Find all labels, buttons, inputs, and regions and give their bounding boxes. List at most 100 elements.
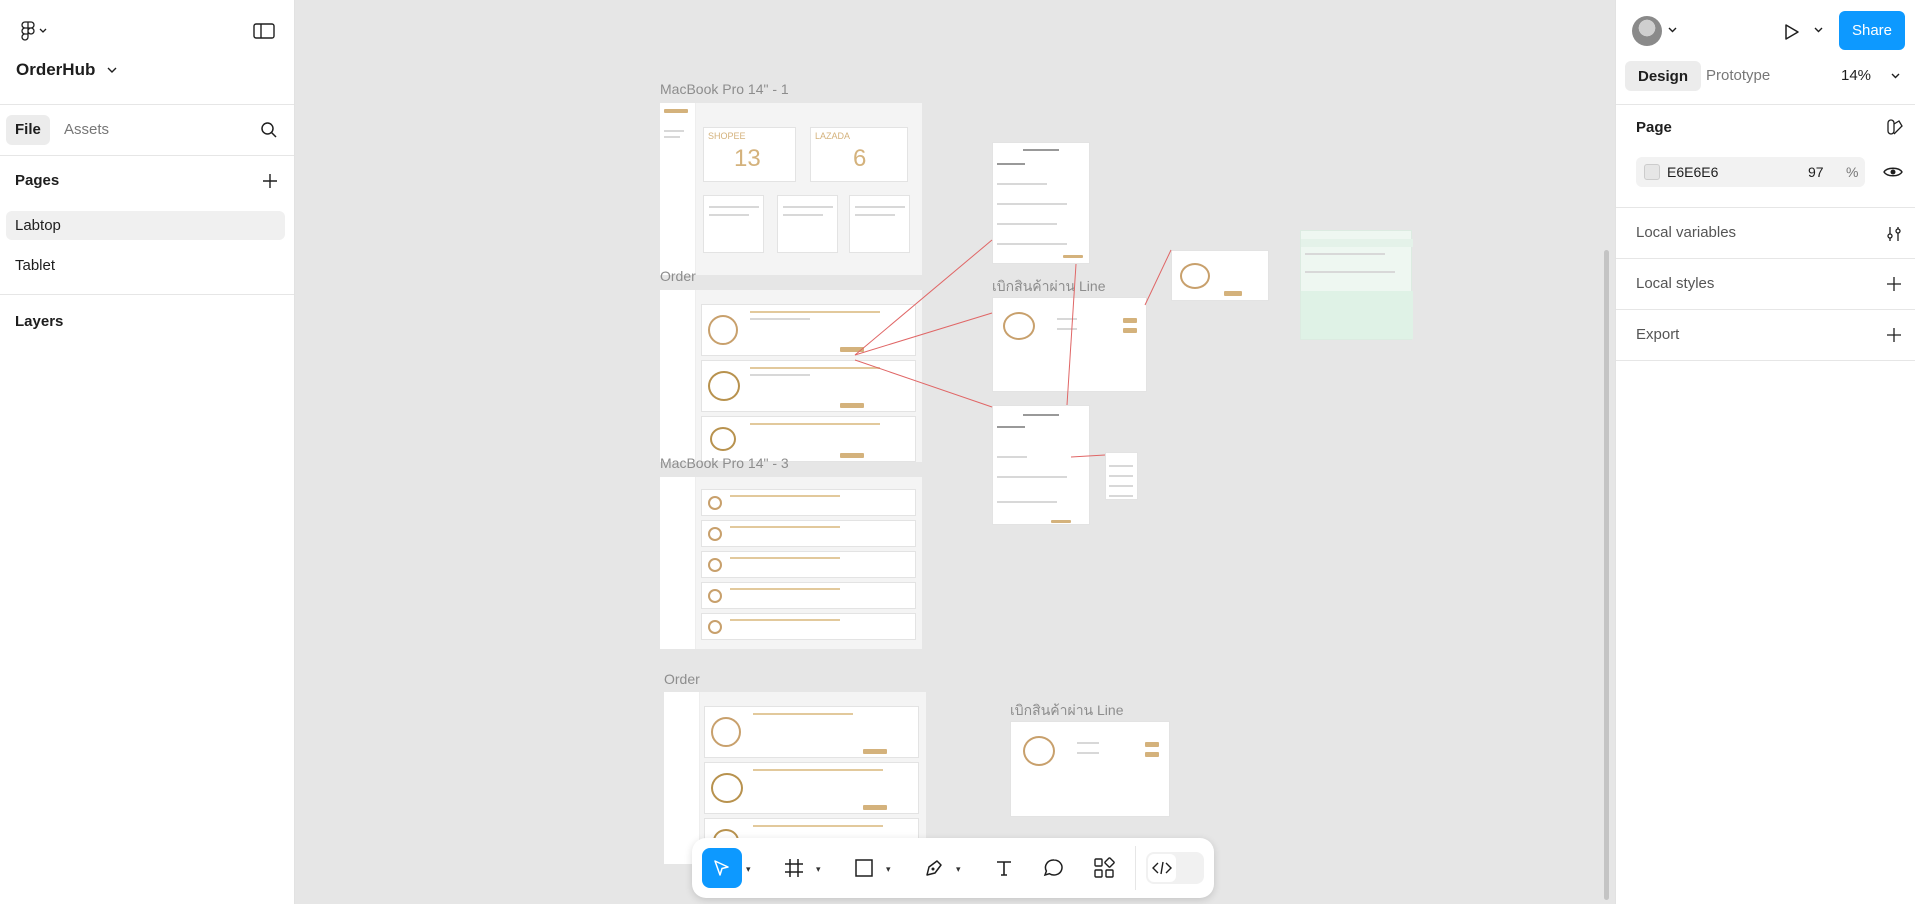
frame-icon <box>785 859 803 877</box>
page-background-field[interactable]: E6E6E6 97 % <box>1636 157 1865 187</box>
file-name-menu[interactable]: OrderHub <box>16 60 117 80</box>
chevron-down-icon[interactable]: ▾ <box>956 864 961 874</box>
chevron-down-icon[interactable]: ▾ <box>886 864 891 874</box>
frame-label[interactable]: MacBook Pro 14" - 3 <box>660 455 789 471</box>
dev-mode-toggle[interactable] <box>1146 852 1204 884</box>
open-variables-button[interactable] <box>1882 222 1906 246</box>
chevron-down-icon <box>107 67 117 73</box>
add-style-button[interactable] <box>1882 272 1906 296</box>
dialog-frame[interactable] <box>992 405 1090 525</box>
frame-order[interactable] <box>660 290 922 462</box>
present-button[interactable] <box>1780 20 1804 44</box>
export-row[interactable]: Export <box>1636 326 1895 343</box>
bg-color-hex[interactable]: E6E6E6 <box>1667 164 1719 180</box>
chevron-down-icon[interactable] <box>1891 73 1900 79</box>
page-label: Tablet <box>15 257 56 274</box>
file-name: OrderHub <box>16 60 96 79</box>
plus-icon <box>263 174 277 188</box>
left-sidebar: OrderHub File Assets Pages Labtop Tablet… <box>0 0 295 904</box>
text-tool-button[interactable] <box>984 848 1024 888</box>
frame-label[interactable]: Order <box>664 671 700 687</box>
eye-icon <box>1883 167 1903 177</box>
summary-card <box>777 195 838 253</box>
plus-icon <box>1887 277 1901 291</box>
frame-order-2[interactable] <box>664 692 926 864</box>
order-card <box>701 416 916 462</box>
add-export-button[interactable] <box>1882 323 1906 347</box>
chevron-down-icon[interactable] <box>1668 27 1677 33</box>
frame-order-list[interactable] <box>660 477 922 649</box>
figma-logo-icon <box>21 21 35 41</box>
pen-tool-button[interactable] <box>914 848 954 888</box>
tab-file[interactable]: File <box>6 115 50 145</box>
export-label: Export <box>1636 326 1680 343</box>
stat-value: 13 <box>734 145 761 172</box>
pages-heading: Pages <box>15 172 60 189</box>
page-item-tablet[interactable]: Tablet <box>6 251 285 280</box>
stat-label: LAZADA <box>815 131 851 141</box>
play-icon <box>1785 24 1799 40</box>
stat-card-shopee: SHOPEE 13 <box>703 127 796 182</box>
frame-tool-button[interactable] <box>774 848 814 888</box>
dropdown-preview[interactable] <box>1105 452 1138 500</box>
chevron-down-icon[interactable]: ▾ <box>746 864 751 874</box>
page-item-labtop[interactable]: Labtop <box>6 211 285 240</box>
style-icon <box>1887 119 1903 135</box>
order-card <box>701 360 916 412</box>
line-request-frame[interactable] <box>1010 721 1170 817</box>
frame-label[interactable]: เบิกสินค้าผ่าน Line <box>992 278 1106 294</box>
comment-tool-button[interactable] <box>1034 848 1074 888</box>
text-icon <box>997 861 1011 876</box>
chevron-down-icon[interactable] <box>1814 27 1823 33</box>
zoom-level[interactable]: 14% <box>1841 67 1872 84</box>
frame-label[interactable]: MacBook Pro 14" - 1 <box>660 81 789 97</box>
local-variables-label: Local variables <box>1636 224 1737 241</box>
summary-card <box>703 195 764 253</box>
code-panel-frame[interactable] <box>1300 230 1413 340</box>
bg-opacity[interactable]: 97 <box>1808 164 1824 180</box>
move-tool-button[interactable] <box>702 848 742 888</box>
page-section-title: Page <box>1636 119 1672 136</box>
vertical-scrollbar[interactable] <box>1604 250 1609 900</box>
frame-label[interactable]: เบิกสินค้าผ่าน Line <box>1010 702 1124 718</box>
rectangle-icon <box>855 859 873 877</box>
product-popup-frame[interactable] <box>1171 250 1269 301</box>
components-icon <box>1094 857 1115 878</box>
layers-heading: Layers <box>15 313 64 330</box>
percent-sign: % <box>1846 164 1859 180</box>
tab-prototype[interactable]: Prototype <box>1706 67 1771 84</box>
pen-icon <box>926 860 942 876</box>
frame-sidebar <box>660 103 696 275</box>
dialog-frame[interactable] <box>992 142 1090 264</box>
color-swatch[interactable] <box>1644 164 1660 180</box>
canvas[interactable]: MacBook Pro 14" - 1 SHOPEE 13 LAZADA 6 O… <box>295 0 1615 904</box>
toggle-sidebar-button[interactable] <box>252 20 276 42</box>
comment-icon <box>1043 859 1063 877</box>
local-variables-row[interactable]: Local variables <box>1636 224 1895 241</box>
search-icon <box>261 122 277 138</box>
chevron-down-icon[interactable]: ▾ <box>816 864 821 874</box>
page-styles-button[interactable] <box>1884 116 1906 138</box>
page-label: Labtop <box>15 217 61 234</box>
tab-assets[interactable]: Assets <box>64 121 110 138</box>
bottom-toolbar: ▾ ▾ ▾ ▾ <box>692 838 1214 898</box>
prototype-connectors <box>854 239 1172 458</box>
frame-label[interactable]: Order <box>660 268 696 284</box>
code-icon <box>1152 861 1172 875</box>
sidebar-icon <box>253 23 275 39</box>
local-styles-row[interactable]: Local styles <box>1636 275 1895 292</box>
line-request-frame[interactable] <box>992 297 1147 392</box>
summary-card <box>849 195 910 253</box>
visibility-toggle[interactable] <box>1881 160 1905 184</box>
frame-dashboard[interactable]: SHOPEE 13 LAZADA 6 <box>660 103 922 275</box>
share-button[interactable]: Share <box>1839 11 1905 50</box>
actions-button[interactable] <box>1084 848 1124 888</box>
avatar[interactable] <box>1632 16 1662 46</box>
tab-design[interactable]: Design <box>1625 61 1701 91</box>
search-button[interactable] <box>258 119 280 141</box>
plus-icon <box>1887 328 1901 342</box>
main-menu-button[interactable] <box>16 20 52 42</box>
shape-tool-button[interactable] <box>844 848 884 888</box>
add-page-button[interactable] <box>259 170 281 192</box>
stat-card-lazada: LAZADA 6 <box>810 127 908 182</box>
